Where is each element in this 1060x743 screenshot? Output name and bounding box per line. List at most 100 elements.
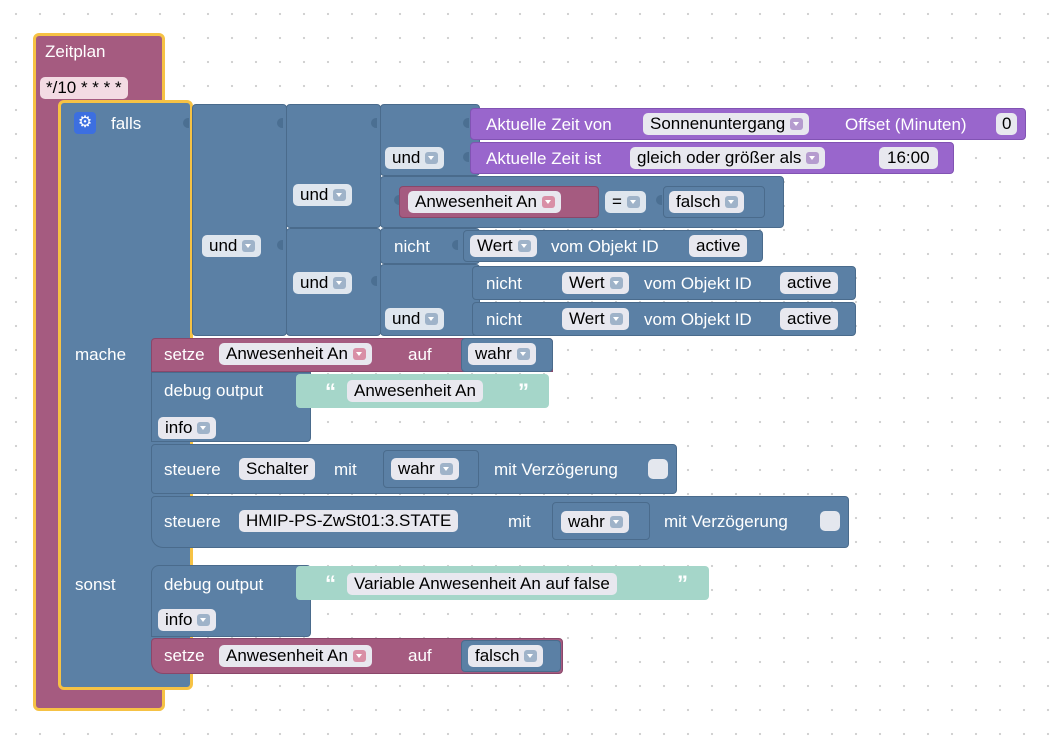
- delay-checkbox-1[interactable]: [648, 459, 668, 479]
- and-dropdown-5[interactable]: und: [385, 308, 445, 330]
- input-notch: [452, 240, 458, 250]
- set-variable-dropdown-else[interactable]: Anwesenheit An: [219, 645, 372, 667]
- wert-label: Wert: [569, 309, 605, 328]
- control-value-label: wahr: [568, 512, 605, 531]
- close-quote-icon: ”: [677, 571, 688, 596]
- auf-label: auf: [408, 345, 432, 364]
- control-value-label: wahr: [398, 459, 435, 478]
- input-notch: [183, 118, 189, 128]
- object-id-text-1: vom Objekt ID: [551, 237, 659, 256]
- object-id-field-1[interactable]: active: [689, 235, 748, 257]
- and-label: und: [300, 273, 329, 292]
- chevron-down-icon: [609, 277, 623, 289]
- debug-text-field-else[interactable]: Variable Anwesenheit An auf false: [347, 573, 617, 595]
- chevron-down-icon: [516, 348, 530, 360]
- false-dropdown[interactable]: falsch: [669, 191, 745, 213]
- wert-dropdown-3[interactable]: Wert: [562, 308, 629, 330]
- and-label: und: [209, 236, 238, 255]
- chevron-down-icon: [725, 196, 739, 208]
- gear-icon[interactable]: ⚙: [74, 112, 96, 134]
- chevron-down-icon: [790, 118, 804, 130]
- sunset-option: Sonnenuntergang: [650, 114, 786, 133]
- control-target-1[interactable]: Schalter: [239, 458, 316, 480]
- chevron-down-icon: [352, 348, 366, 360]
- object-id-text-3: vom Objekt ID: [644, 310, 752, 329]
- not-label-2: nicht: [486, 274, 522, 293]
- control-delay-label-2: mit Verzögerung: [664, 512, 788, 531]
- control-value-dropdown-2[interactable]: wahr: [561, 511, 629, 533]
- input-notch: [371, 276, 377, 286]
- chevron-down-icon: [242, 240, 256, 252]
- and-dropdown-3[interactable]: und: [202, 235, 262, 257]
- control-value-dropdown-1[interactable]: wahr: [391, 458, 459, 480]
- chevron-down-icon: [352, 650, 366, 662]
- debug-label: debug output: [164, 381, 264, 400]
- and-dropdown-2[interactable]: und: [293, 184, 353, 206]
- time-op-label: gleich oder größer als: [637, 148, 802, 167]
- chevron-down-icon: [425, 152, 439, 164]
- control-label-2: steuere: [164, 512, 221, 531]
- control-mit-1: mit: [334, 460, 357, 479]
- chevron-down-icon: [197, 422, 211, 434]
- close-quote-icon: ”: [518, 379, 529, 404]
- debug-label-else: debug output: [164, 575, 264, 594]
- compare-op-dropdown[interactable]: =: [605, 191, 646, 213]
- chevron-down-icon: [197, 614, 211, 626]
- open-quote-icon: “: [325, 571, 336, 596]
- chevron-down-icon: [333, 189, 347, 201]
- auf-label-else: auf: [408, 646, 432, 665]
- compare-op-label: =: [612, 192, 622, 211]
- set-label-else: setze: [164, 646, 205, 665]
- input-notch: [277, 240, 283, 250]
- input-notch: [277, 118, 283, 128]
- and-block-outer[interactable]: [192, 104, 287, 336]
- schedule-title: Zeitplan: [45, 42, 106, 61]
- time-op-dropdown[interactable]: gleich oder größer als: [630, 147, 826, 169]
- chevron-down-icon: [626, 196, 640, 208]
- and-label: und: [392, 309, 421, 328]
- input-notch: [463, 152, 469, 162]
- chevron-down-icon: [609, 313, 623, 325]
- chevron-down-icon: [517, 240, 531, 252]
- control-label-1: steuere: [164, 460, 221, 479]
- debug-level-label: info: [165, 610, 193, 629]
- true-dropdown[interactable]: wahr: [468, 343, 536, 365]
- set-variable-dropdown[interactable]: Anwesenheit An: [219, 343, 372, 365]
- debug-level-dropdown-else[interactable]: info: [158, 609, 217, 631]
- chevron-down-icon: [439, 463, 453, 475]
- false-dropdown-else[interactable]: falsch: [468, 645, 544, 667]
- object-id-field-3[interactable]: active: [780, 308, 839, 330]
- wert-dropdown-2[interactable]: Wert: [562, 272, 629, 294]
- falls-label: falls: [111, 114, 142, 133]
- chevron-down-icon: [541, 196, 555, 208]
- sunset-text: Aktuelle Zeit von: [486, 115, 612, 134]
- sunset-dropdown[interactable]: Sonnenuntergang: [643, 113, 810, 135]
- delay-checkbox-2[interactable]: [820, 511, 840, 531]
- and-label: und: [392, 148, 421, 167]
- mache-label: mache: [75, 345, 127, 364]
- not-label-1: nicht: [394, 237, 430, 256]
- and-label: und: [300, 185, 329, 204]
- time-input[interactable]: 16:00: [879, 147, 938, 169]
- debug-text-field[interactable]: Anwesenheit An: [347, 380, 483, 402]
- chevron-down-icon: [333, 277, 347, 289]
- input-notch: [371, 118, 377, 128]
- offset-input[interactable]: 0: [996, 113, 1018, 135]
- control-target-2[interactable]: HMIP-PS-ZwSt01:3.STATE: [239, 510, 459, 532]
- offset-label: Offset (Minuten): [845, 115, 967, 134]
- time-text: Aktuelle Zeit ist: [486, 149, 602, 168]
- and-block-left[interactable]: [286, 104, 381, 228]
- and-dropdown-1[interactable]: und: [385, 147, 445, 169]
- wert-label: Wert: [569, 273, 605, 292]
- object-id-text-2: vom Objekt ID: [644, 274, 752, 293]
- open-quote-icon: “: [325, 379, 336, 404]
- object-id-field-2[interactable]: active: [780, 272, 839, 294]
- variable-dropdown[interactable]: Anwesenheit An: [408, 191, 561, 213]
- cron-field[interactable]: */10 * * * *: [40, 77, 128, 99]
- debug-level-dropdown[interactable]: info: [158, 417, 217, 439]
- wert-dropdown-1[interactable]: Wert: [470, 235, 537, 257]
- and-dropdown-4[interactable]: und: [293, 272, 353, 294]
- wert-label: Wert: [477, 236, 513, 255]
- debug-level-label: info: [165, 418, 193, 437]
- true-label: wahr: [475, 344, 512, 363]
